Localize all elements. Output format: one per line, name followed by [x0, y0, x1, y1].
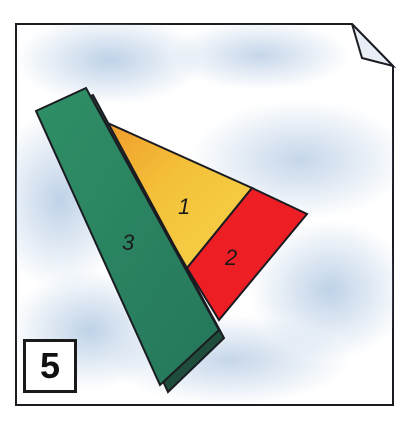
piece-label-3: 3: [122, 230, 135, 255]
piece-label-2: 2: [224, 245, 237, 270]
piece-label-1: 1: [178, 194, 190, 219]
step-number: 5: [40, 348, 60, 384]
step-number-badge: 5: [23, 339, 77, 393]
